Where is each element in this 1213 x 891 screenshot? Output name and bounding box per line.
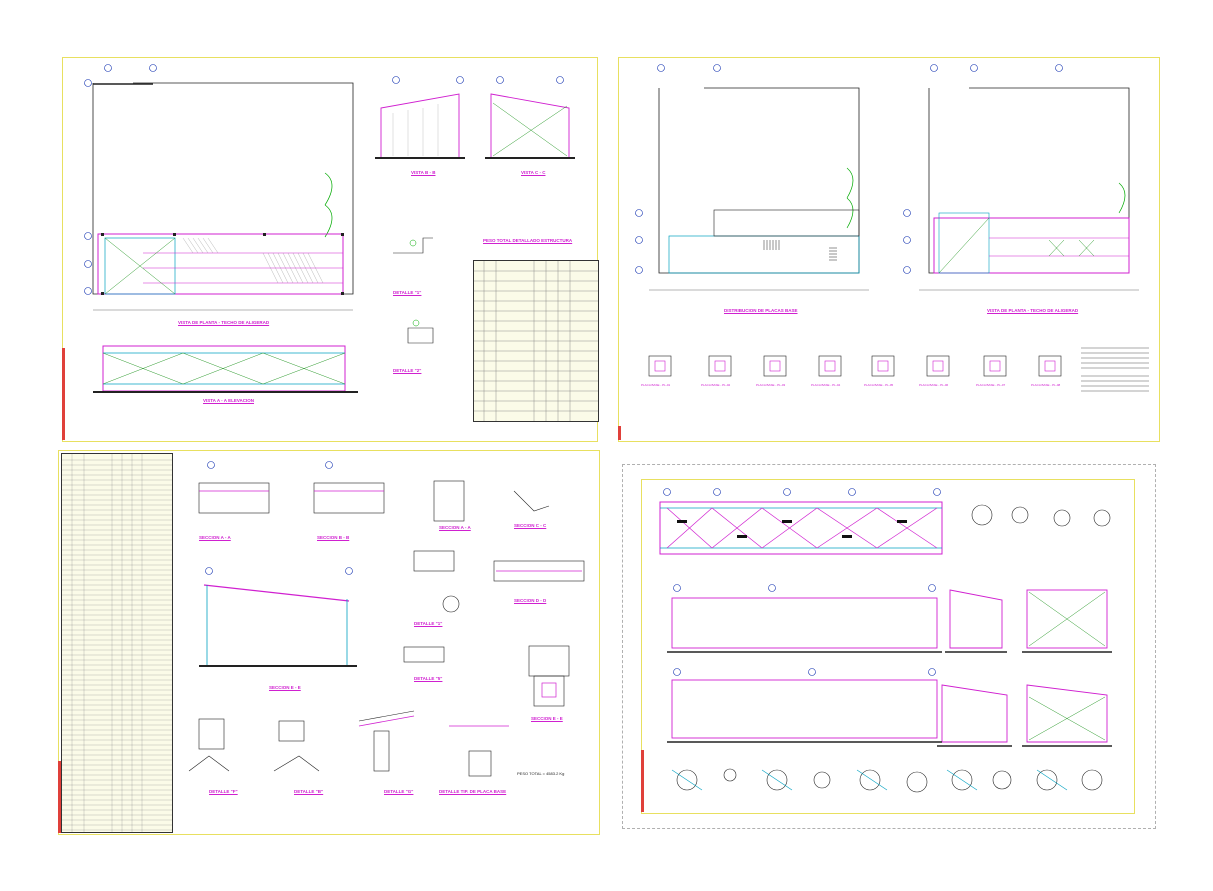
sheet-edge-marker (62, 348, 65, 440)
detail-1-title: DETALLE "1" (393, 290, 422, 295)
detail-b-title: DETALLE "B" (294, 789, 324, 794)
sheet-edge-marker (641, 750, 644, 812)
section-aa-title: SECCION A - A (439, 525, 471, 530)
view-b-title: VISTA B - B (411, 170, 436, 175)
detail-base-plate-title: DETALLE TIP. DE PLACA BASE (439, 789, 507, 794)
sheet-4-drawing (659, 488, 1112, 793)
total-weight-note: PESO TOTAL = 4583.2 Kg (517, 771, 565, 776)
section-ee-title: SECCION E - E (531, 716, 563, 721)
detail-g-title: DETALLE "G" (384, 789, 414, 794)
material-table (473, 260, 599, 422)
weight-table-title: PESO TOTAL DETALLADO ESTRUCTURA (483, 238, 573, 243)
plan-view-title-2: VISTA DE PLANTA - TECHO DE ALIGERAD (987, 308, 1079, 313)
detail-2-title: DETALLE "2" (393, 368, 422, 373)
drawing-sheet-3: SECCION A - A SECCION B - B SECCION A - … (58, 450, 600, 835)
detail-1-title-s3: DETALLE "1" (414, 621, 443, 626)
plate-label-4: PLACA BASE - PL-04 (811, 383, 841, 387)
detail-f-title: DETALLE "F" (209, 789, 238, 794)
material-table-grid (474, 261, 598, 421)
elevation-view-title: VISTA A - A ELEVACION (203, 398, 255, 403)
view-c-title: VISTA C - C (521, 170, 546, 175)
drawing-sheet-4-outer (622, 464, 1156, 829)
section-e-title: SECCION E - E (269, 685, 301, 690)
plan-view-title: VISTA DE PLANTA - TECHO DE ALIGERAD (178, 320, 270, 325)
sheet-2-drawing (635, 64, 1149, 392)
base-plate-distribution-title: DISTRIBUCION DE PLACAS BASE (724, 308, 798, 313)
detail-5-title: DETALLE "5" (414, 676, 443, 681)
section-b-title: SECCION B - B (317, 535, 350, 540)
plate-label-3: PLACA BASE - PL-03 (756, 383, 786, 387)
bill-of-materials-table (61, 453, 173, 833)
sheet-3-drawing (188, 461, 585, 777)
plate-label-5: PLACA BASE - PL-05 (864, 383, 894, 387)
sheet-1-drawing (84, 64, 575, 393)
plate-label-6: PLACA BASE - PL-06 (919, 383, 949, 387)
section-a-title: SECCION A - A (199, 535, 231, 540)
plate-label-8: PLACA BASE - PL-08 (1031, 383, 1061, 387)
plate-label-2: PLACA BASE - PL-02 (701, 383, 731, 387)
section-c-title: SECCION C - C (514, 523, 547, 528)
drawing-sheet-4 (641, 479, 1135, 814)
section-d-title: SECCION D - D (514, 598, 547, 603)
plate-label-1: PLACA BASE - PL-01 (641, 383, 671, 387)
drawing-sheet-1: VISTA DE PLANTA - TECHO DE ALIGERAD VIST… (62, 57, 599, 442)
bom-grid (62, 454, 172, 832)
sheet-edge-marker (618, 426, 621, 440)
drawing-sheet-2: DISTRIBUCION DE PLACAS BASE VISTA DE PLA… (618, 57, 1160, 442)
plate-label-7: PLACA BASE - PL-07 (976, 383, 1006, 387)
sheet-edge-marker (58, 761, 61, 833)
